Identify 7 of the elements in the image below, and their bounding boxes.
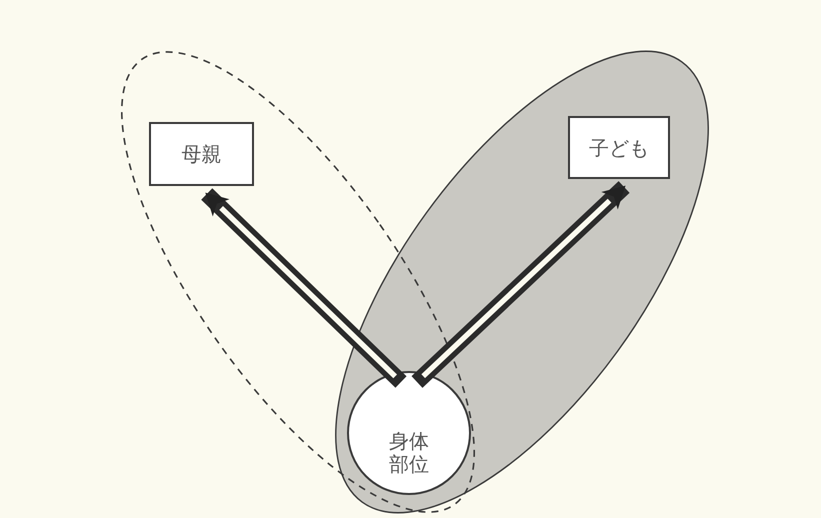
label-box [149,122,254,186]
node-label: 子ども [589,134,649,162]
node-label: 母親 [182,141,222,168]
hollow-arrow [412,181,630,388]
node-label: 身体部位 [388,430,430,476]
label-box [568,116,670,179]
hollow-arrow [201,188,407,388]
